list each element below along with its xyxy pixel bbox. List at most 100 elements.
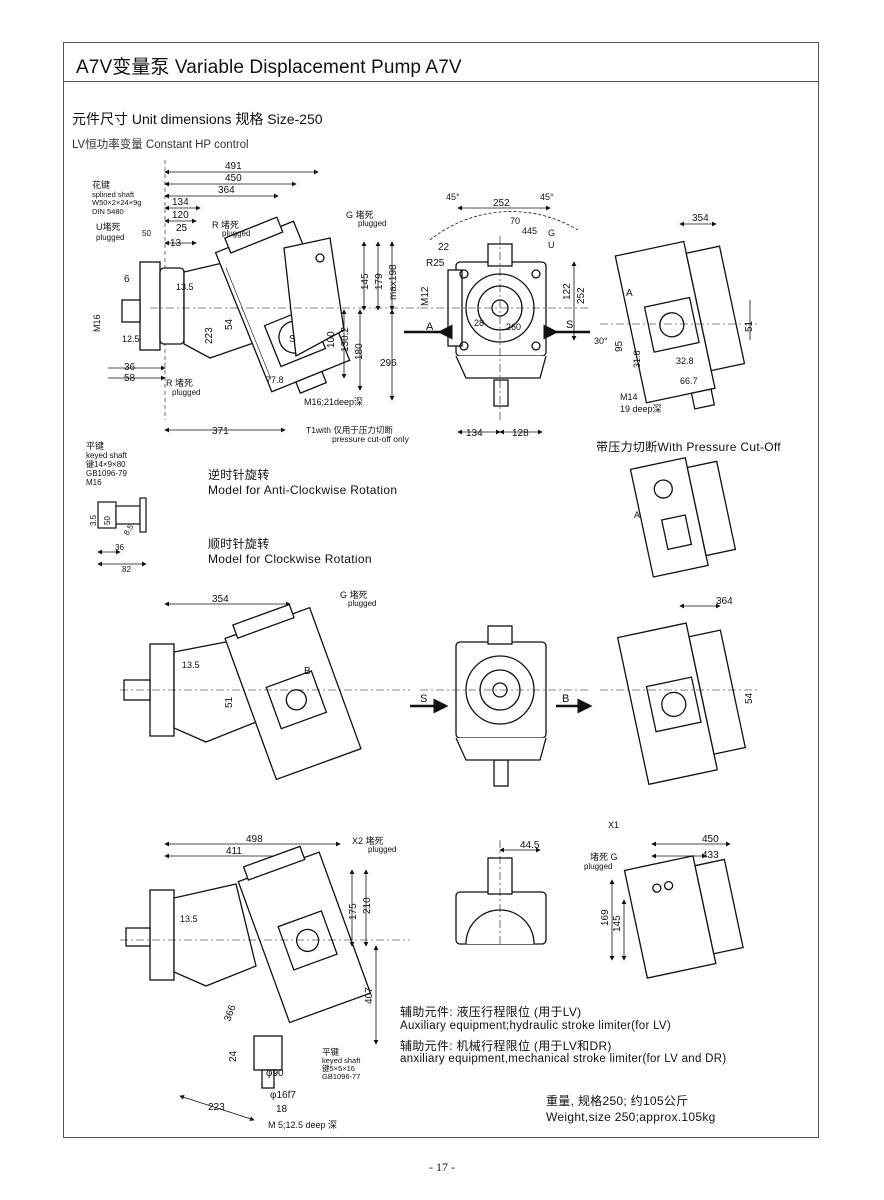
clockwise-cn: 顺时针旋转 xyxy=(208,537,270,551)
side-view-clockwise xyxy=(120,601,410,781)
aux1-en: Auxiliary equipment;hydraulic stroke lim… xyxy=(400,1020,672,1032)
dim-28: 28 xyxy=(474,318,484,328)
label-u-front: U xyxy=(548,240,555,250)
m16-deep: M16;21deep深 xyxy=(304,397,363,407)
clockwise-en: Model for Clockwise Rotation xyxy=(208,552,372,566)
dim-100: 100 xyxy=(326,331,337,348)
label-b-2: B xyxy=(562,693,569,705)
label-m16-1: M16 xyxy=(92,314,102,332)
right-view-lv xyxy=(600,221,760,410)
u-plugged-en: plugged xyxy=(96,233,124,242)
page-number: - 17 - xyxy=(429,1160,455,1174)
dim-13-5-bottom: 13.5 xyxy=(180,914,198,924)
front-view-lv xyxy=(404,205,590,435)
dim-24: 24 xyxy=(228,1050,239,1062)
keyed2-shaft: keyed shaft xyxy=(322,1056,361,1065)
r-plugged-bottom: R 堵死 xyxy=(166,377,193,388)
right-view-clockwise xyxy=(600,603,760,786)
anticlockwise-cn: 逆时针旋转 xyxy=(208,468,270,482)
keyed-shaft: keyed shaft xyxy=(86,451,128,460)
weight-en: Weight,size 250;approx.105kg xyxy=(546,1110,716,1124)
weight-cn: 重量, 规格250; 约105公斤 xyxy=(546,1094,689,1108)
keyed2-cn: 平键 xyxy=(322,1047,340,1057)
spline-desc: splined shaft xyxy=(92,190,135,199)
label-g-front: G xyxy=(548,228,555,238)
keyed-shaft-detail xyxy=(97,497,147,567)
dim-145: 145 xyxy=(360,273,371,290)
dim-31-8: 31.8 xyxy=(632,350,642,368)
dim-54-mid: 54 xyxy=(744,692,755,704)
front-view-stroke-limiter xyxy=(455,840,547,945)
aux2-cn: 辅助元件: 机械行程限位 (用于LV和DR) xyxy=(400,1039,612,1053)
side-view-stroke-limiter-labels: 498 411 175 210 407 366 24 223 18 13.5 X… xyxy=(180,834,396,1130)
title-bar xyxy=(63,42,819,82)
right-view-stroke-limiter-labels: 450 433 169 145 X1 堵死 G plugged xyxy=(584,820,719,932)
dim-260: 260 xyxy=(506,322,521,332)
dim-354-top: 354 xyxy=(692,213,709,224)
dim-491: 491 xyxy=(225,161,242,172)
dim-371: 371 xyxy=(212,426,229,437)
dim-180: 180 xyxy=(354,343,365,360)
label-a-3: A xyxy=(634,510,640,520)
key2-std: GB1096-77 xyxy=(322,1072,360,1081)
keyed-m16: M16 xyxy=(86,478,102,487)
dim-36-small: 36 xyxy=(115,543,124,552)
dim-120: 120 xyxy=(172,210,189,221)
keyed-cn: 平键 xyxy=(86,440,104,451)
dim-77-8: 77.8 xyxy=(266,375,284,385)
dim-13-5-mid: 13.5 xyxy=(182,660,200,670)
label-m14: M14 xyxy=(620,392,638,402)
side-view-stroke-limiter xyxy=(120,841,410,1122)
dim-175: 175 xyxy=(348,903,359,920)
r-plugged-bottom-en: plugged xyxy=(172,388,200,397)
dim-58: 58 xyxy=(124,373,136,384)
right-view-lv-labels: 354 51 95 31.8 32.8 66.7 A M14 19 deep深 xyxy=(614,213,755,414)
spline-spec: W50×2×24×9g xyxy=(92,198,141,207)
pressure-cutoff-caption: 带压力切断With Pressure Cut-Off xyxy=(596,440,781,454)
t1-note2: pressure cut-off only xyxy=(332,434,410,444)
dim-6: 6 xyxy=(124,274,130,285)
dim-364: 364 xyxy=(218,185,235,196)
dim-44-5: 44.5 xyxy=(520,840,540,851)
label-s-1: S xyxy=(289,334,296,345)
label-a-1: A xyxy=(426,321,434,333)
dim-45-left: 45° xyxy=(446,192,460,202)
dim-128: 128 xyxy=(512,428,529,439)
side-view-lv xyxy=(108,160,420,433)
dim-36: 36 xyxy=(124,362,136,373)
section-title: 元件尺寸 Unit dimensions 规格 Size-250 xyxy=(72,111,323,127)
aux1-cn: 辅助元件: 液压行程限位 (用于LV) xyxy=(400,1005,582,1019)
m5-deep: M 5;12.5 deep 深 xyxy=(268,1120,337,1130)
u-plugged: U堵死 xyxy=(96,221,121,232)
right-view-stroke-limiter xyxy=(609,841,744,979)
dim-32-8: 32.8 xyxy=(676,356,694,366)
dim-m12: M12 xyxy=(420,286,431,306)
dim-433: 433 xyxy=(702,850,719,861)
dim-407: 407 xyxy=(364,987,375,1004)
g-plugged2: 堵死 G xyxy=(590,851,618,862)
dim-411: 411 xyxy=(226,846,242,857)
front-view-clockwise xyxy=(410,625,593,787)
r-plugged: R 堵死 xyxy=(212,219,239,230)
dim-51-mid: 51 xyxy=(224,696,235,708)
spline-std: DIN 5480 xyxy=(92,207,124,216)
key2-spec: 键5×5×16 xyxy=(322,1063,355,1073)
r-plugged-en: plugged xyxy=(222,229,250,238)
dim-134-front: 134 xyxy=(466,428,483,439)
dim-phi16f7: φ16f7 xyxy=(270,1090,296,1101)
dim-phi90: φ90 xyxy=(266,1068,284,1079)
dim-45-right: 45° xyxy=(540,192,554,202)
g-plugged-mid-en: plugged xyxy=(348,599,376,608)
subsection-title: LV恒功率变量 Constant HP control xyxy=(72,139,249,151)
g-plugged-mid: G 堵死 xyxy=(340,589,368,600)
dim-95: 95 xyxy=(614,340,625,352)
dim-22: 22 xyxy=(438,242,450,253)
dim-13-5: 13.5 xyxy=(176,282,194,292)
dim-66-7: 66.7 xyxy=(680,376,698,386)
t1-note: T1with 仅用于压力切断 xyxy=(306,425,393,435)
dim-30deg: 30° xyxy=(594,336,608,346)
dim-max198: max198 xyxy=(388,264,399,300)
dim-51-top: 51 xyxy=(744,320,755,332)
label-m14-deep: 19 deep深 xyxy=(620,404,662,414)
